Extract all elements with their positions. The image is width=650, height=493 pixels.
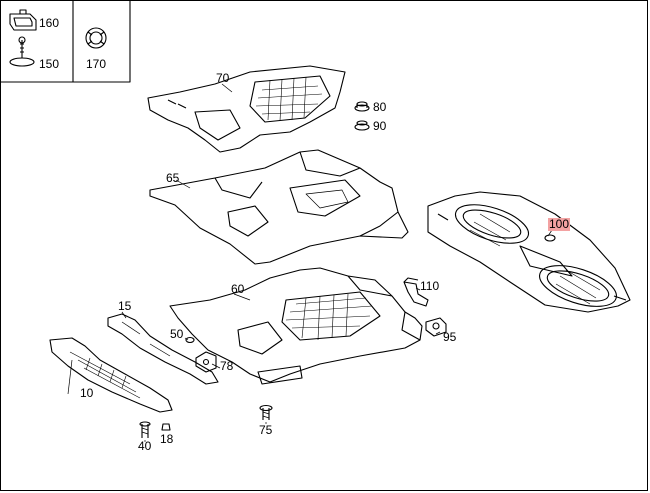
underbody-panel-70 — [147, 65, 346, 153]
callout-90: 90 — [373, 119, 387, 133]
trim-panel-15 — [107, 313, 219, 385]
grommet-icon — [85, 27, 107, 49]
mount-95 — [425, 317, 447, 337]
callout-160: 160 — [39, 16, 60, 30]
callout-78: 78 — [220, 359, 234, 373]
washer-90 — [354, 120, 370, 131]
callout-15: 15 — [118, 299, 132, 313]
callout-65: 65 — [166, 171, 180, 185]
nut-80 — [354, 101, 370, 112]
callout-60: 60 — [231, 282, 245, 296]
callout-100: 100 — [548, 217, 571, 231]
callout-95: 95 — [443, 330, 457, 344]
callout-40: 40 — [138, 439, 152, 453]
callout-50: 50 — [170, 327, 184, 341]
callout-18: 18 — [160, 432, 174, 446]
clip-icon — [9, 9, 37, 31]
underbody-panel-60 — [169, 267, 423, 385]
push-pin-icon — [9, 36, 35, 67]
leader-lines — [67, 83, 553, 442]
screw-75 — [259, 404, 273, 420]
nut-18 — [161, 423, 171, 431]
front-panel-10 — [49, 337, 173, 413]
callout-80: 80 — [373, 100, 387, 114]
grommet-50 — [185, 336, 195, 344]
callout-70: 70 — [216, 71, 230, 85]
underbody-panel-100 — [427, 191, 631, 313]
bracket-78 — [195, 351, 217, 373]
underbody-panel-65 — [149, 149, 409, 265]
bracket-110 — [403, 277, 429, 307]
legend-box — [0, 0, 131, 83]
screw-40 — [139, 421, 151, 438]
callout-10: 10 — [80, 386, 94, 400]
callout-75: 75 — [259, 423, 273, 437]
callout-110: 110 — [420, 279, 440, 293]
callout-170: 170 — [86, 57, 107, 71]
callout-150: 150 — [39, 57, 60, 71]
